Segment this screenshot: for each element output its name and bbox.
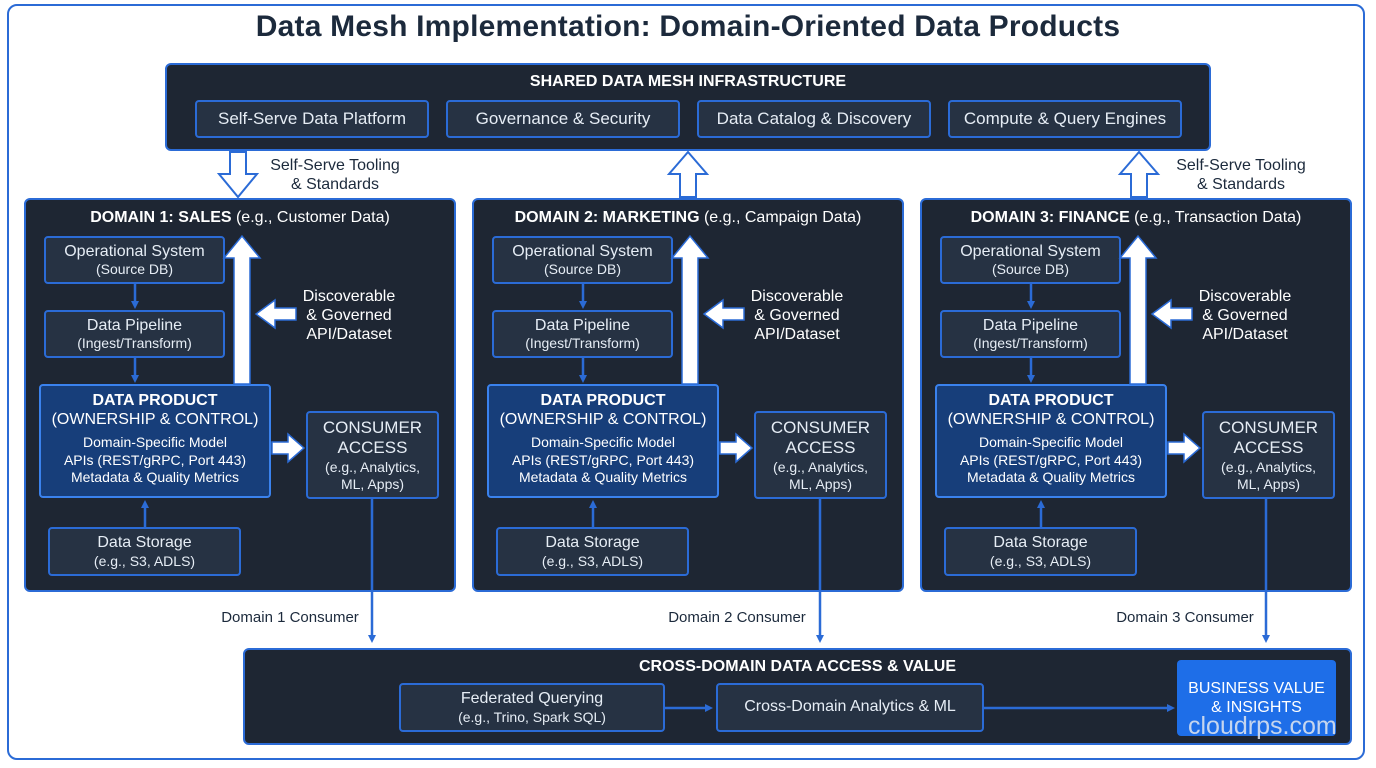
- governance-security-chip: Governance & Security: [446, 100, 680, 138]
- cross-domain-title: CROSS-DOMAIN DATA ACCESS & VALUE: [638, 658, 957, 675]
- domain-1-data-pipeline: Data Pipeline(Ingest/Transform): [44, 310, 225, 358]
- infrastructure-title: SHARED DATA MESH INFRASTRUCTURE: [529, 73, 847, 90]
- consumer-arrow-icon: [1167, 432, 1202, 464]
- watermark: cloudrps.com: [1188, 712, 1337, 740]
- tooling-arrow-down-icon: [216, 151, 260, 199]
- domain-2-title: DOMAIN 2: MARKETING (e.g., Campaign Data…: [514, 209, 862, 226]
- domain-2-data-storage: Data Storage(e.g., S3, ADLS): [496, 527, 689, 576]
- domain-3-operational-system: Operational System(Source DB): [940, 236, 1121, 284]
- domain-3-data-pipeline: Data Pipeline(Ingest/Transform): [940, 310, 1121, 358]
- product-publish-arrow-icon: [222, 234, 262, 385]
- domain-1-data-product: DATA PRODUCT (OWNERSHIP & CONTROL) Domai…: [39, 384, 271, 498]
- federated-querying-box: Federated Querying(e.g., Trino, Spark SQ…: [399, 683, 665, 732]
- page-title: Data Mesh Implementation: Domain-Oriente…: [255, 10, 1121, 43]
- domain-1-arrows: [131, 234, 376, 643]
- discoverable-arrow-icon: [702, 298, 745, 330]
- domain-1-consumer-label: Domain 1 Consumer: [221, 609, 359, 626]
- product-publish-arrow-icon: [1118, 234, 1158, 385]
- domain-1-title: DOMAIN 1: SALES (e.g., Customer Data): [90, 209, 390, 226]
- domain-2-consumer-label: Domain 2 Consumer: [668, 609, 806, 626]
- tooling-label-right: Self-Serve Tooling& Standards: [1176, 157, 1306, 194]
- publish-arrow-up-icon: [666, 150, 710, 198]
- self-serve-platform-chip: Self-Serve Data Platform: [195, 100, 429, 138]
- compute-query-chip: Compute & Query Engines: [948, 100, 1182, 138]
- domain-2-operational-system: Operational System(Source DB): [492, 236, 673, 284]
- shared-infrastructure-panel: SHARED DATA MESH INFRASTRUCTURE Self-Ser…: [165, 63, 1211, 151]
- domain-2-data-pipeline: Data Pipeline(Ingest/Transform): [492, 310, 673, 358]
- domain-2-data-product: DATA PRODUCT (OWNERSHIP & CONTROL) Domai…: [487, 384, 719, 498]
- domain-1-operational-system: Operational System(Source DB): [44, 236, 225, 284]
- tooling-label-left: Self-Serve Tooling& Standards: [270, 157, 400, 194]
- cross-domain-analytics-box: Cross-Domain Analytics & ML: [716, 683, 984, 732]
- consumer-arrow-icon: [271, 432, 306, 464]
- outer-frame: [7, 4, 1365, 760]
- business-value-box: BUSINESS VALUE& INSIGHTS: [1177, 660, 1336, 736]
- domain-3-consumer-label: Domain 3 Consumer: [1116, 609, 1254, 626]
- domain-3-title: DOMAIN 3: FINANCE (e.g., Transaction Dat…: [970, 209, 1302, 226]
- product-publish-arrow-icon: [670, 234, 710, 385]
- domain-3-arrows: [1027, 234, 1270, 643]
- domain-2-arrows: [579, 234, 824, 643]
- publish-arrow-up-icon: [1117, 150, 1161, 198]
- data-catalog-chip: Data Catalog & Discovery: [697, 100, 931, 138]
- domain-3-data-storage: Data Storage(e.g., S3, ADLS): [944, 527, 1137, 576]
- domain-3-data-product: DATA PRODUCT (OWNERSHIP & CONTROL) Domai…: [935, 384, 1167, 498]
- consumer-arrow-icon: [719, 432, 754, 464]
- domain-1-data-storage: Data Storage(e.g., S3, ADLS): [48, 527, 241, 576]
- discoverable-arrow-icon: [254, 298, 297, 330]
- discoverable-arrow-icon: [1150, 298, 1193, 330]
